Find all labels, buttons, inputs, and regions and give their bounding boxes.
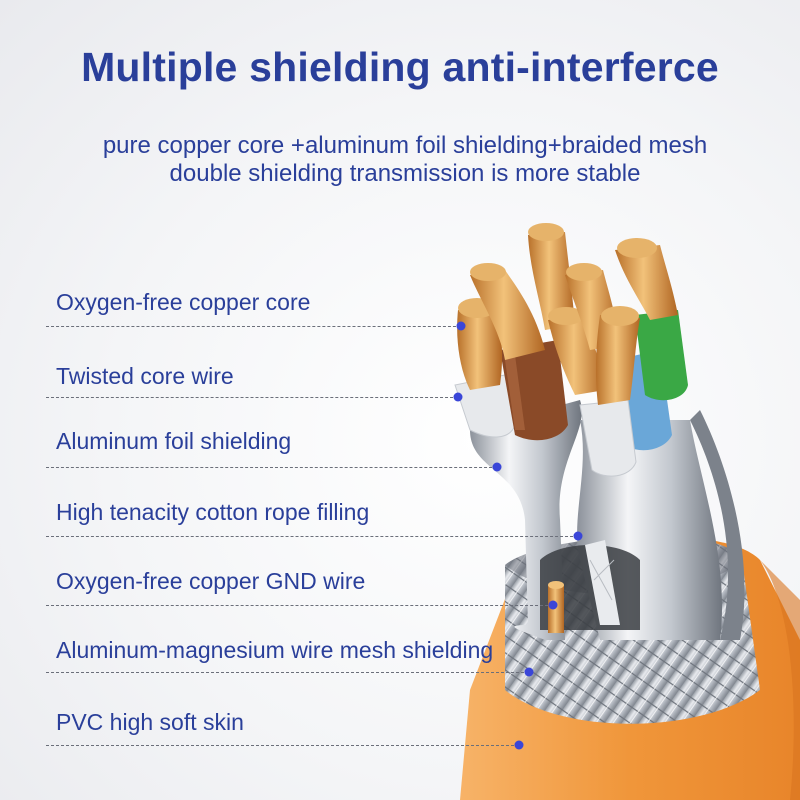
copper-cores [457,223,678,405]
marker-dot-foil [492,462,502,472]
leader-line-foil [46,467,497,468]
subtitle-line-2: double shielding transmission is more st… [169,160,641,187]
label-copper-gnd-wire: Oxygen-free copper GND wire [56,568,366,594]
label-pvc-soft-skin: PVC high soft skin [56,709,244,735]
leader-line-pvc [46,745,519,746]
page-title: Multiple shielding anti-interferce [81,44,719,90]
marker-dot-pvc [514,740,524,750]
marker-dot-gnd-wire [548,600,558,610]
marker-dot-cotton-rope [573,531,583,541]
label-oxygen-free-copper-core: Oxygen-free copper core [56,289,311,315]
inner-cavity [540,540,640,633]
label-twisted-core-wire: Twisted core wire [56,363,234,389]
leader-line-copper-core [46,326,461,327]
marker-dot-copper-core [456,321,466,331]
label-wire-mesh-shielding: Aluminum-magnesium wire mesh shielding [56,637,494,663]
core-wire-green [635,310,688,401]
label-cotton-rope-filling: High tenacity cotton rope filling [56,499,370,525]
leader-line-mesh [46,672,529,673]
leader-line-twisted-core [46,397,458,398]
subtitle-line-1: pure copper core +aluminum foil shieldin… [102,132,708,159]
label-aluminum-foil-shielding: Aluminum foil shielding [56,428,292,454]
marker-dot-twisted-core [453,392,463,402]
subtitle: pure copper core +aluminum foil shieldin… [0,132,800,188]
leader-line-cotton-rope [46,536,578,537]
core-wire-white-right [579,399,637,477]
core-wire-brown [500,340,568,441]
marker-dot-mesh [524,667,534,677]
leader-line-gnd-wire [46,605,553,606]
